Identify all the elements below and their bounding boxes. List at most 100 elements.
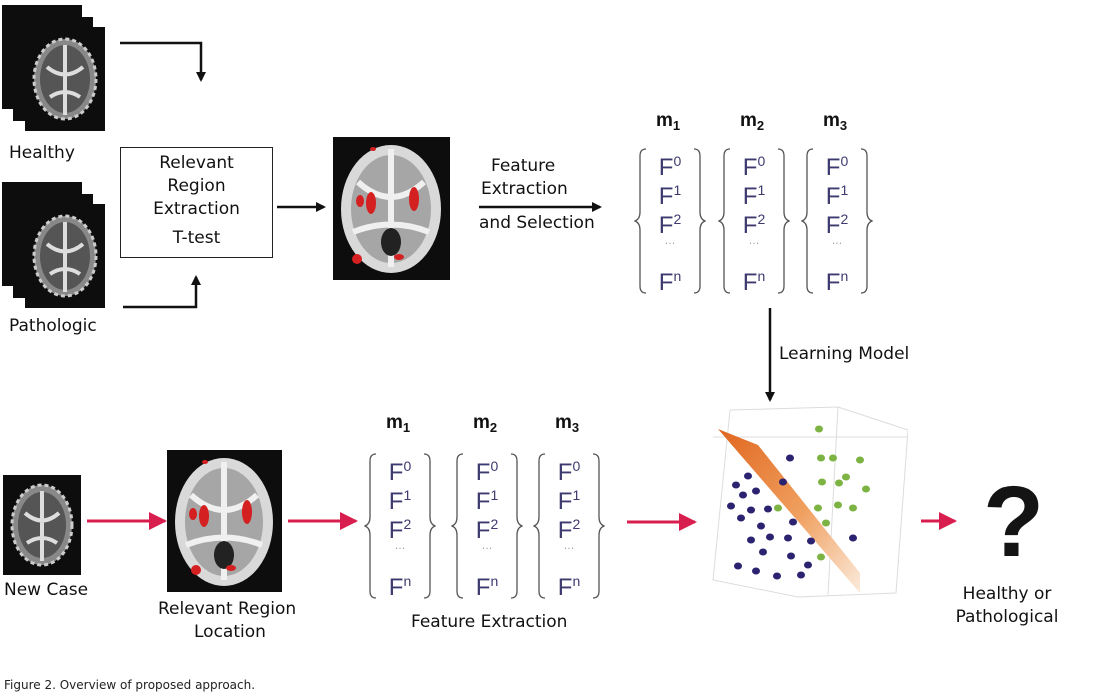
feature-symbol: F — [388, 574, 404, 601]
healthy-sample-point — [787, 552, 795, 560]
feature-item: F1 — [541, 481, 597, 515]
modality-header: m3 — [555, 412, 579, 435]
extraction-line-2: Region — [167, 176, 226, 196]
feature-item: F1 — [372, 481, 428, 515]
feature-item: Fn — [459, 567, 515, 601]
healthy-sample-point — [849, 534, 857, 542]
feature-symbol: F — [825, 269, 841, 296]
healthy-to-extraction-arrow — [120, 41, 206, 82]
feature-index: n — [757, 268, 766, 284]
feature-item: Fn — [726, 262, 782, 296]
feature-symbol: F — [557, 488, 573, 515]
feature-extraction-label: Feature Extraction — [411, 612, 568, 632]
pathological-sample-point — [815, 425, 823, 433]
feature-index: 2 — [673, 211, 682, 227]
feature-item: F0 — [459, 452, 515, 486]
feature-symbol: F — [475, 574, 491, 601]
healthy-sample-point — [747, 506, 755, 514]
result-label-line-1: Healthy or — [962, 584, 1052, 604]
healthy-sample-point — [773, 572, 781, 580]
right-brace-icon — [777, 148, 790, 294]
feature-symbol: F — [388, 517, 404, 544]
modality-index: 2 — [489, 420, 498, 435]
feature-symbol: F — [742, 183, 758, 210]
t-test-label: T-test — [172, 228, 221, 248]
feature-set-braces — [533, 453, 605, 599]
modality-header: m1 — [386, 412, 410, 435]
pathological-sample-point — [818, 478, 826, 486]
feature-ellipsis: … — [394, 540, 406, 552]
modality-header: m2 — [740, 110, 764, 133]
healthy-sample-point — [739, 491, 747, 499]
feature-symbol: F — [475, 488, 491, 515]
healthy-sample-point — [786, 454, 794, 462]
feature-item: F2 — [809, 205, 865, 239]
feature-item: F0 — [372, 452, 428, 486]
healthy-sample-point — [752, 567, 760, 575]
modality-header: m2 — [473, 412, 497, 435]
feature-ellipsis: … — [481, 540, 493, 552]
pathological-sample-point — [862, 485, 870, 493]
healthy-sample-point — [804, 561, 812, 569]
healthy-sample-point — [757, 522, 765, 530]
feature-index: 1 — [490, 487, 499, 503]
feature-index: 0 — [403, 458, 412, 474]
feature-set-braces — [801, 148, 873, 294]
feature-ellipsis: … — [563, 540, 575, 552]
feature-index: 0 — [757, 153, 766, 169]
feature-index: 1 — [757, 182, 766, 198]
healthy-sample-point — [759, 548, 767, 556]
pathological-sample-point — [856, 456, 864, 464]
feature-symbol: F — [658, 183, 674, 210]
feature-item: Fn — [642, 262, 698, 296]
healthy-sample-point — [744, 472, 752, 480]
modality-index: 2 — [756, 118, 765, 133]
modality-index: 1 — [402, 420, 411, 435]
left-brace-icon — [718, 148, 731, 294]
new-case-label: New Case — [4, 580, 89, 600]
feature-symbol: F — [825, 154, 841, 181]
feature-item: Fn — [372, 567, 428, 601]
healthy-label: Healthy — [9, 143, 75, 163]
pathological-sample-point — [817, 553, 825, 561]
pathological-sample-point — [829, 454, 837, 462]
feature-item: F0 — [809, 147, 865, 181]
modality-name: m — [555, 412, 572, 433]
region-extraction-box: Relevant Region Extraction T-test — [120, 147, 273, 258]
modality-name: m — [473, 412, 490, 433]
modality-name: m — [386, 412, 403, 433]
pathological-label: Pathologic — [9, 316, 101, 336]
healthy-sample-point — [727, 502, 735, 510]
feature-ellipsis: … — [748, 235, 760, 247]
figure-caption: Figure 2. Overview of proposed approach. — [4, 678, 256, 692]
left-brace-icon — [634, 148, 647, 294]
right-brace-icon — [423, 453, 436, 599]
pathological-sample-point — [835, 479, 843, 487]
feature-index: 1 — [673, 182, 682, 198]
feature-set-braces — [718, 148, 790, 294]
region-location-image — [167, 450, 282, 592]
feature-step-line-2: Extraction — [481, 179, 568, 199]
pathological-sample-point — [822, 519, 830, 527]
feature-symbol: F — [557, 574, 573, 601]
feature-symbol: F — [658, 154, 674, 181]
feature-item: F1 — [459, 481, 515, 515]
healthy-sample-point — [734, 562, 742, 570]
feature-index: 2 — [572, 516, 581, 532]
feature-symbol: F — [475, 459, 491, 486]
feature-symbol: F — [742, 212, 758, 239]
activation-map-image — [333, 137, 450, 280]
feature-item: F2 — [726, 205, 782, 239]
right-brace-icon — [860, 148, 873, 294]
feature-index: n — [403, 573, 412, 589]
feature-index: 2 — [840, 211, 849, 227]
modality-name: m — [740, 110, 757, 131]
feature-item: F2 — [642, 205, 698, 239]
pathological-sample-point — [817, 454, 825, 462]
learning-model-label: Learning Model — [779, 344, 910, 364]
healthy-sample-point — [747, 536, 755, 544]
